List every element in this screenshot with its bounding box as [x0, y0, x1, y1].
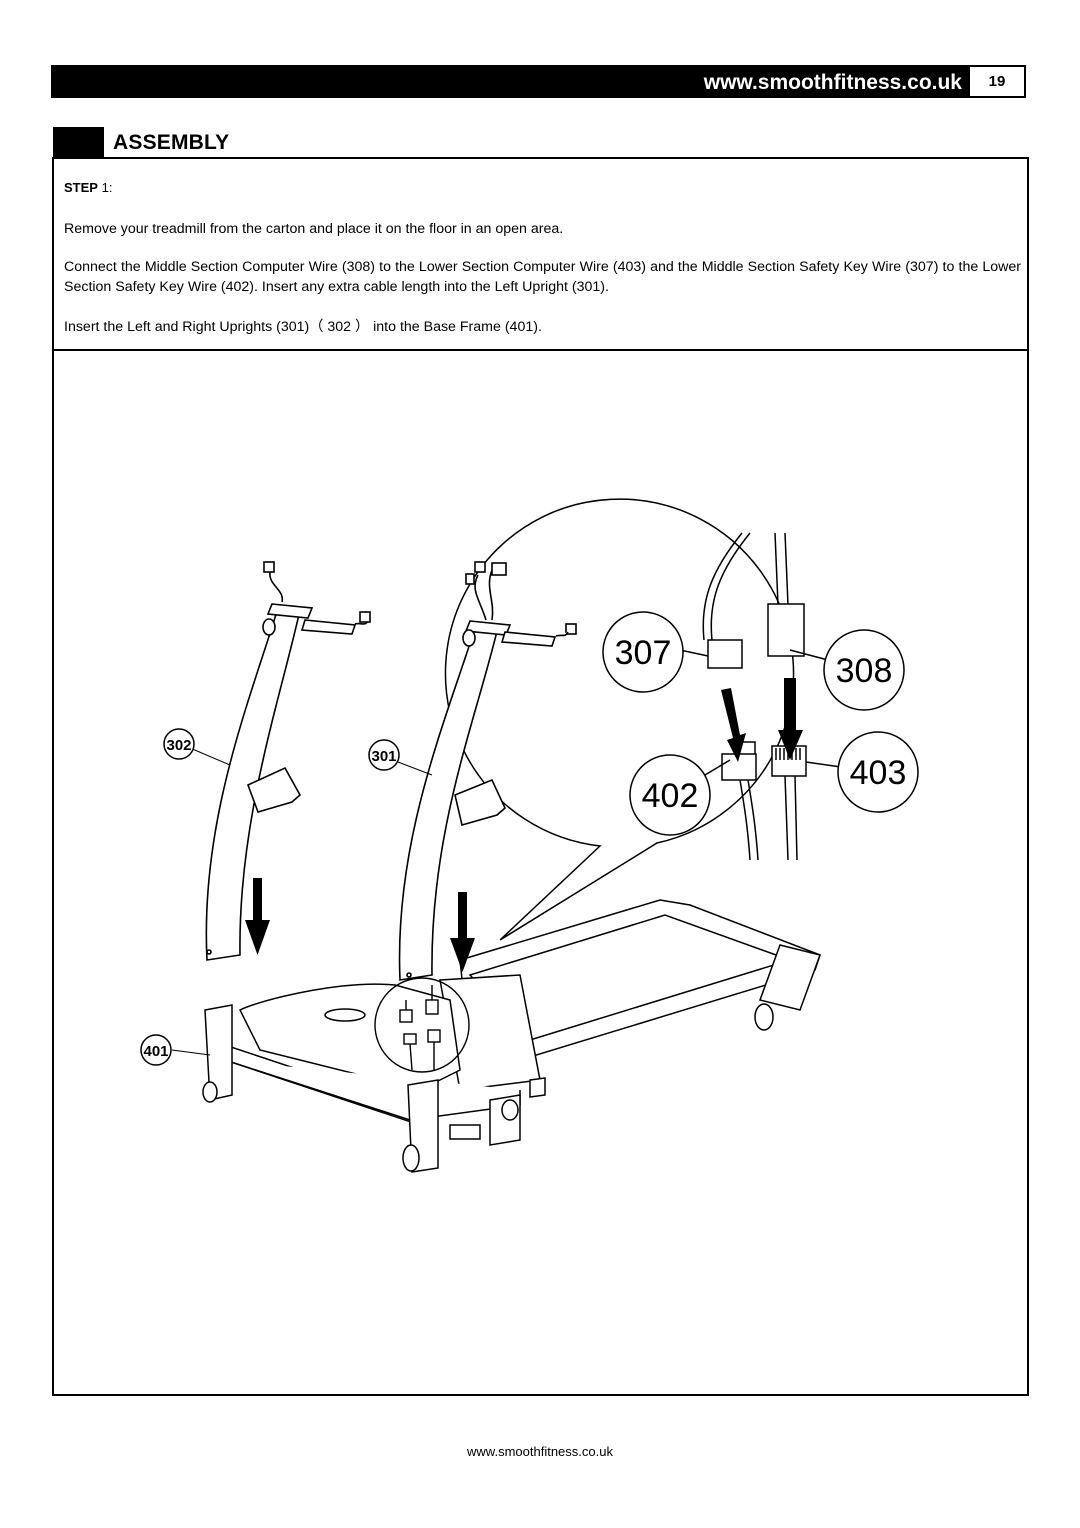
section-tab-marker	[53, 127, 104, 157]
instruction-paragraph: Remove your treadmill from the carton an…	[64, 221, 564, 237]
right-upright-302	[205, 561, 371, 961]
callout-labels: 302 301 401 307 308 402 403	[143, 634, 906, 1060]
callout-leader-lines	[171, 747, 433, 1056]
connect-arrows	[721, 678, 803, 762]
down-arrow-right-upright	[245, 878, 270, 955]
step-label: STEP 1:	[64, 180, 113, 195]
step-word: STEP	[64, 180, 98, 195]
section-title: ASSEMBLY	[113, 131, 230, 154]
callout-308: 308	[836, 652, 893, 690]
callout-302: 302	[166, 737, 191, 754]
callout-403: 403	[850, 754, 907, 792]
header-bar: www.smoothfitness.co.uk 19	[51, 65, 1026, 98]
instruction-paragraph: Insert the Left and Right Uprights (301)…	[64, 319, 542, 335]
callout-307: 307	[615, 634, 672, 672]
wire-junction-detail	[374, 977, 470, 1073]
down-arrow-left-upright	[450, 892, 475, 972]
header-url: www.smoothfitness.co.uk	[703, 71, 962, 94]
content-frame: STEP 1: Remove your treadmill from the c…	[52, 157, 1029, 1396]
callout-401: 401	[143, 1043, 168, 1060]
connector-zoom-detail	[679, 532, 849, 861]
treadmill-base-401	[202, 899, 821, 1173]
callout-301: 301	[371, 748, 396, 765]
instruction-paragraph: Connect the Middle Section Computer Wire…	[64, 259, 1021, 295]
callout-402: 402	[642, 777, 699, 815]
left-upright-301	[398, 561, 577, 981]
footer-url: www.smoothfitness.co.uk	[467, 1444, 613, 1459]
page-number: 19	[968, 67, 1024, 96]
instructions-panel: STEP 1: Remove your treadmill from the c…	[54, 159, 1027, 351]
callout-circles	[140, 611, 919, 1066]
step-number: 1	[101, 180, 109, 195]
